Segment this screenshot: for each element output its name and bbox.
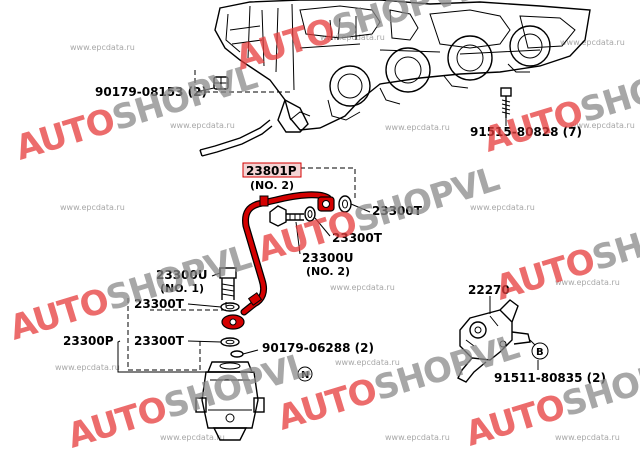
svg-text:AUTOSHOPVL: AUTOSHOPVL <box>5 237 256 348</box>
fuel-filter-icon <box>195 361 265 441</box>
label-union-bolt-note: (NO. 2) <box>306 265 350 278</box>
bolt-left-top-icon <box>213 76 229 90</box>
label-gasket-mid[interactable]: 23300T <box>332 231 383 245</box>
shop-logo: AUTOSHOPVL <box>11 57 262 168</box>
shop-logo: AUTOSHOPVL <box>5 237 256 348</box>
watermark-text: www.epcdata.ru <box>55 363 120 372</box>
gasket-mid-icon <box>304 206 316 222</box>
watermark-text: www.epcdata.ru <box>385 433 450 442</box>
label-regulator[interactable]: 22270 <box>468 283 510 297</box>
shop-logo: AUTOSHOPVL <box>491 197 640 308</box>
watermark-text: www.epcdata.ru <box>555 433 620 442</box>
nut-marker-circle <box>297 366 313 382</box>
watermark-text: www.epcdata.ru <box>335 358 400 367</box>
union-bolt-no2-icon <box>269 205 304 227</box>
fuel-hose-23801p <box>221 191 335 330</box>
label-gasket-top[interactable]: 23300T <box>372 204 423 218</box>
watermark-text: www.epcdata.ru <box>385 123 450 132</box>
label-union-bolt[interactable]: 23300U <box>302 251 354 265</box>
leader-lines <box>117 87 539 373</box>
shop-logo: AUTOSHOPVL <box>479 49 640 160</box>
label-bolt-left-top[interactable]: 90179-08153 (2) <box>95 85 207 99</box>
watermark-text: www.epcdata.ru <box>330 283 395 292</box>
label-union-bolt-lower[interactable]: 23300U <box>156 268 208 282</box>
nut-icon <box>230 350 244 358</box>
screw-marker-circle <box>531 342 549 360</box>
label-screw[interactable]: 91511-80835 (2) <box>494 371 606 385</box>
gasket-left2-icon <box>220 337 240 347</box>
watermark-layer: www.epcdata.ru www.epcdata.ru www.epcdat… <box>55 33 635 442</box>
label-union-bolt-lower-note: (NO. 1) <box>160 282 204 295</box>
label-hose-note: (NO. 2) <box>250 179 294 192</box>
label-gasket-left2[interactable]: 23300T <box>134 334 185 348</box>
watermark-text: www.epcdata.ru <box>160 433 225 442</box>
watermark-text: www.epcdata.ru <box>555 278 620 287</box>
watermark-text: www.epcdata.ru <box>470 203 535 212</box>
watermark-text: www.epcdata.ru <box>70 43 135 52</box>
screw-marker: B <box>536 347 544 358</box>
watermark-text: www.epcdata.ru <box>570 121 635 130</box>
engine-block-drawing <box>199 0 591 157</box>
label-hose-part[interactable]: 23801P <box>246 164 297 178</box>
watermark-text: www.epcdata.ru <box>170 121 235 130</box>
label-nut[interactable]: 90179-06288 (2) <box>262 341 374 355</box>
svg-text:AUTOSHOPVL: AUTOSHOPVL <box>479 49 640 160</box>
watermark-text: www.epcdata.ru <box>60 203 125 212</box>
svg-text:AUTOSHOPVL: AUTOSHOPVL <box>11 57 262 168</box>
label-filter-assy[interactable]: 23300P <box>63 334 114 348</box>
nut-marker: N <box>301 370 309 381</box>
highlight-box <box>242 162 302 178</box>
svg-text:AUTOSHOPVL: AUTOSHOPVL <box>491 197 640 308</box>
watermark-text: www.epcdata.ru <box>320 33 385 42</box>
gasket-left1-icon <box>220 302 240 312</box>
pressure-regulator-icon <box>457 299 531 383</box>
label-gasket-left1[interactable]: 23300T <box>134 297 185 311</box>
bolt-right-top-icon <box>500 87 512 118</box>
part-labels: 23801P (NO. 2) 90179-08153 (2) 91515-808… <box>63 85 606 385</box>
label-bolt-right-top[interactable]: 91515-80828 (7) <box>470 125 582 139</box>
watermark-text: www.epcdata.ru <box>560 38 625 47</box>
